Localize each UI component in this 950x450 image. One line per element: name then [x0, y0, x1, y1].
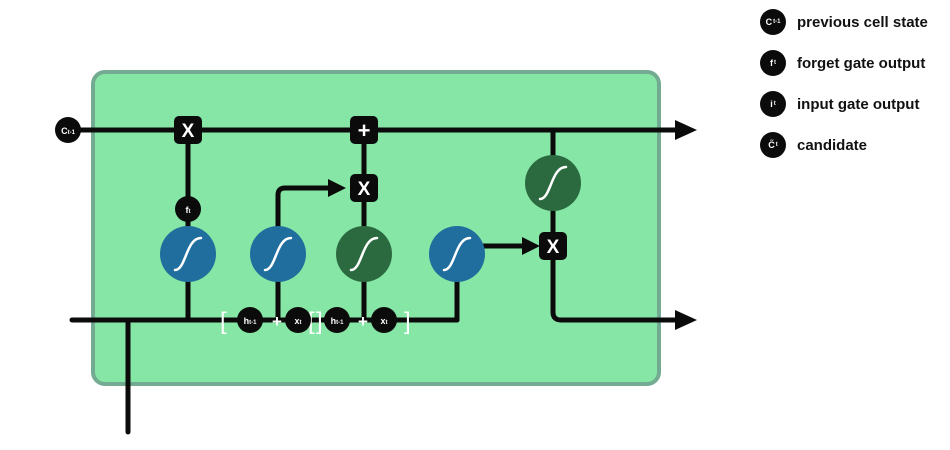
svg-text:Ct-1: Ct-1	[61, 126, 75, 136]
concat-bracket-close-2: ]	[404, 308, 411, 335]
svg-text:ht-1: ht-1	[331, 316, 344, 326]
node-input-1: xt	[285, 307, 311, 333]
input-sigmoid-gate	[250, 226, 306, 282]
node-forget-output: ft	[175, 196, 201, 222]
svg-text:xt: xt	[294, 316, 301, 326]
svg-text:X: X	[547, 237, 560, 258]
svg-text:ht-1: ht-1	[244, 316, 257, 326]
cell-output-arrow	[675, 120, 697, 140]
concat-plus-2: +	[358, 312, 368, 331]
legend-label: previous cell state	[797, 13, 928, 31]
legend-item-candidate: C̃t candidate	[760, 131, 928, 159]
output-sigmoid-gate	[429, 226, 485, 282]
svg-text:ft: ft	[186, 205, 191, 215]
output-gate-arrow	[522, 237, 540, 255]
forget-multiply-operator: X	[174, 116, 202, 144]
forget-sigmoid-gate	[160, 226, 216, 282]
input-gate-arrow	[328, 179, 346, 197]
legend-label: input gate output	[797, 95, 920, 113]
hidden-output-arrow	[675, 310, 697, 330]
svg-text:+: +	[358, 118, 371, 143]
lstm-cell-box	[91, 70, 661, 386]
cell-tanh-activation	[525, 155, 581, 211]
legend-label: forget gate output	[797, 54, 926, 72]
node-hidden-prev-2: ht-1	[324, 307, 350, 333]
concat-bracket-open-1: [	[220, 308, 227, 335]
cell-add-operator: +	[350, 116, 378, 144]
concat-bracket-close-1: ]	[316, 308, 323, 335]
legend-symbol: C̃t	[760, 132, 786, 158]
candidate-tanh-gate	[336, 226, 392, 282]
output-multiply-operator: X	[539, 232, 567, 260]
concat-bracket-open-2: [	[308, 308, 315, 335]
concat-plus-1: +	[272, 312, 282, 331]
node-input-2: xt	[371, 307, 397, 333]
svg-text:X: X	[358, 179, 371, 200]
node-cell-input: Ct-1	[55, 117, 81, 143]
svg-text:X: X	[182, 121, 195, 142]
legend-label: candidate	[797, 136, 868, 154]
input-multiply-operator: X	[350, 174, 378, 202]
node-hidden-prev-1: ht-1	[237, 307, 263, 333]
svg-text:xt: xt	[380, 316, 387, 326]
